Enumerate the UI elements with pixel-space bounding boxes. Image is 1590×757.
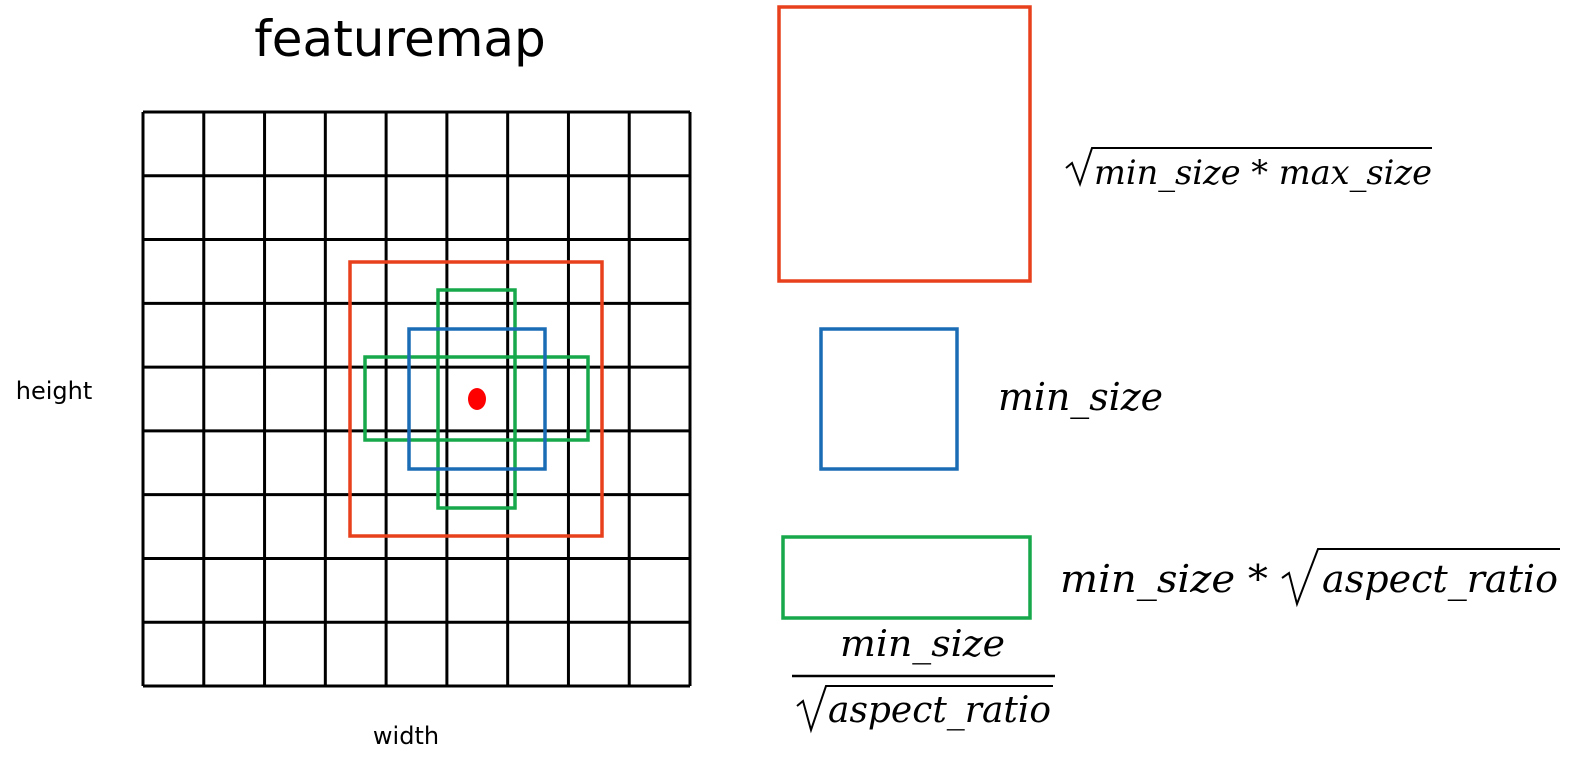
sqrt-sign: [796, 685, 1053, 734]
red-formula: min_size * max_size: [1065, 147, 1432, 193]
sqrt-sign: [1281, 548, 1560, 608]
red-formula-text: min_size * max_size: [1094, 153, 1432, 193]
legend-red-box: [777, 5, 1032, 283]
anchor-center-dot: [468, 388, 486, 410]
fraction-formula: min_size aspect_ratio: [792, 624, 1055, 734]
green-anchor-box-wide: [363, 355, 590, 442]
legend-green-box: [781, 535, 1032, 620]
height-label: height: [16, 377, 93, 405]
legend-blue-box: [819, 327, 959, 471]
fraction-numerator: min_size: [840, 624, 1005, 665]
diagram-title: featuremap: [254, 10, 546, 68]
green-anchor-box-tall: [436, 288, 517, 510]
width-label: width: [373, 722, 439, 750]
blue-anchor-box: [407, 327, 547, 471]
green-formula-prefix: min_size *: [1060, 557, 1268, 602]
green-formula-sqrt-text: aspect_ratio: [1322, 557, 1558, 602]
sqrt-sign: [1065, 147, 1432, 187]
blue-formula-text: min_size: [998, 375, 1163, 420]
green-formula: min_size * aspect_ratio: [1060, 548, 1560, 608]
red-anchor-box: [348, 260, 604, 538]
feature-map-grid: [141, 110, 692, 688]
fraction-denominator: aspect_ratio: [828, 690, 1051, 731]
